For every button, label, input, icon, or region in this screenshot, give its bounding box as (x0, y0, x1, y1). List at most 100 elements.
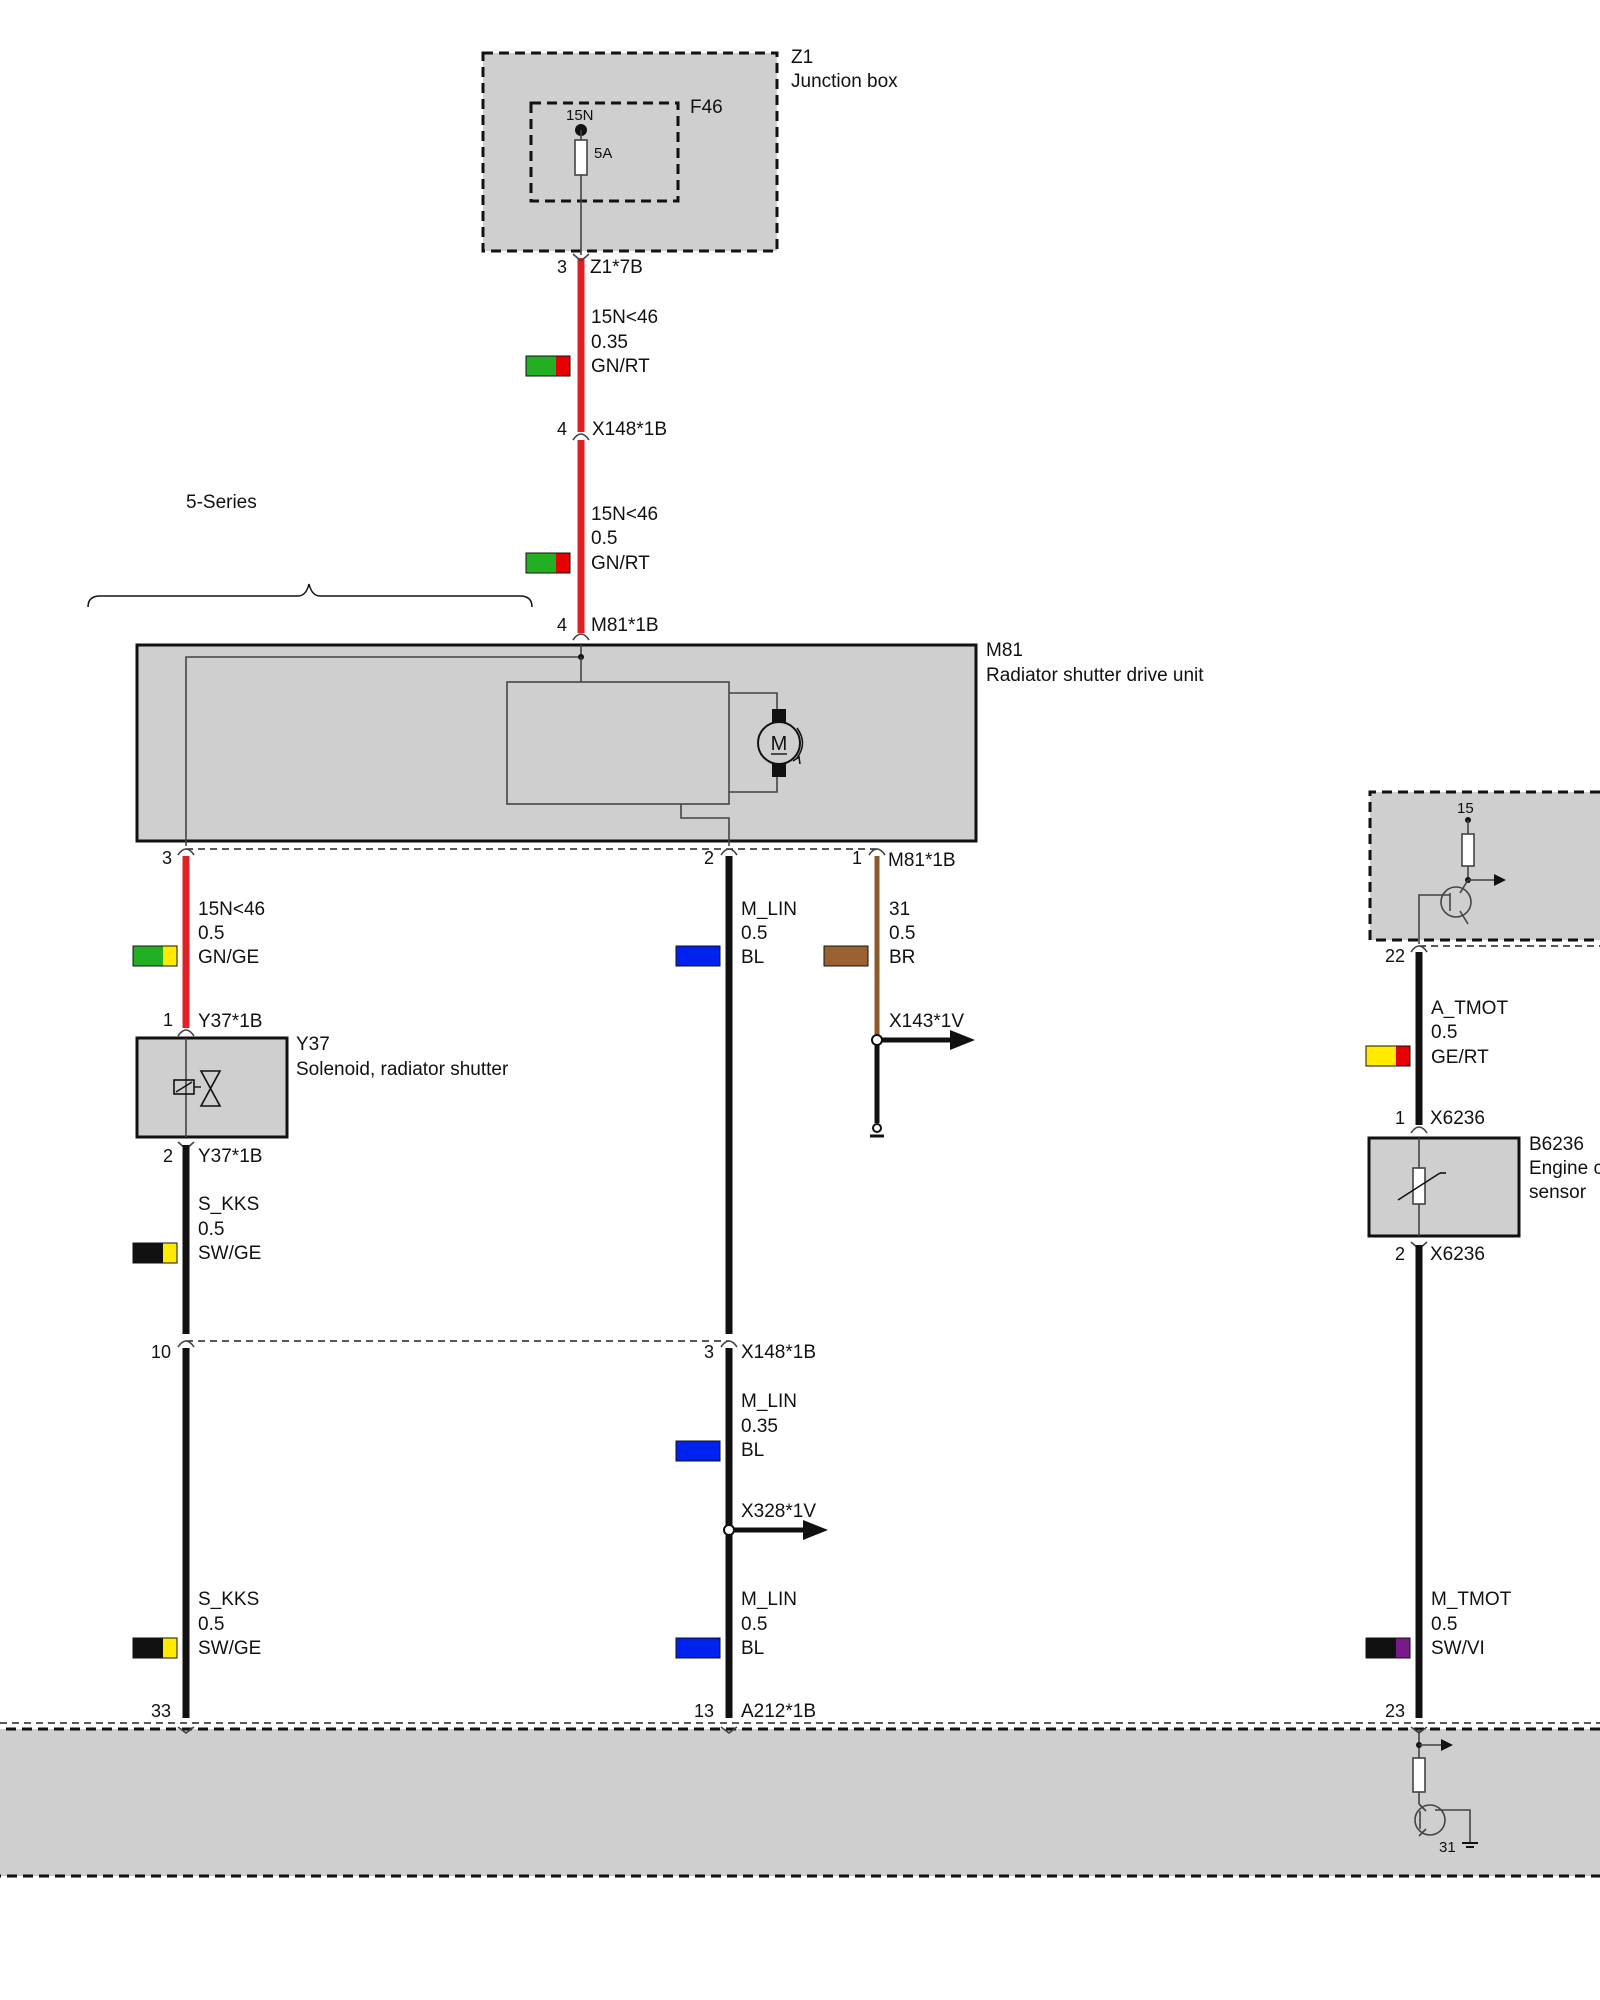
connector-a212-1b: A212*1B (741, 1701, 816, 1722)
wire-color-swatch (132, 1637, 178, 1659)
connector-x6236: X6236 (1430, 1244, 1485, 1265)
splice-x328-1v[interactable]: X328*1V (723, 1501, 828, 1540)
m81-id: M81 (986, 640, 1023, 661)
wire-gauge: 0.35 (591, 332, 628, 353)
wire-color-code: BL (741, 1638, 764, 1659)
connector-mark (868, 848, 886, 856)
fuse-holder-f46 (529, 101, 680, 203)
pin-label: 3 (162, 848, 172, 868)
wire-gauge: 0.5 (741, 1614, 767, 1635)
wire-gauge: 0.5 (741, 923, 767, 944)
wire-gauge: 0.5 (198, 1219, 224, 1240)
connector-y37-1b: Y37*1B (198, 1146, 262, 1167)
wire-signal: 15N<46 (198, 899, 265, 920)
z1-name: Junction box (791, 71, 898, 92)
connector-y37-1b: Y37*1B (198, 1011, 262, 1032)
wire-color-code: SW/GE (198, 1638, 261, 1659)
drive-electronics (506, 681, 730, 805)
variant-brace: 5-Series (87, 492, 533, 608)
connector-mark (1410, 945, 1428, 953)
connector-mark (572, 253, 590, 263)
pin-label: 3 (704, 1342, 714, 1362)
pin-label: 22 (1385, 946, 1405, 966)
junction-box-z1[interactable]: Z1 Junction box F46 15N 5A (481, 47, 898, 255)
control-unit-right[interactable]: 15 (1368, 790, 1600, 944)
wire-color-swatch (1365, 1045, 1411, 1067)
wire-signal: 31 (889, 899, 910, 920)
connector-mark (1410, 1726, 1428, 1734)
wire-signal: S_KKS (198, 1589, 259, 1610)
motor-symbol: M (771, 733, 788, 755)
wire-signal: M_LIN (741, 1589, 797, 1610)
wire-signal: 15N<46 (591, 504, 658, 525)
motor-brush (772, 709, 786, 724)
fuse-icon (574, 139, 588, 176)
f46-terminal: 15N (566, 107, 594, 124)
pin-label: 1 (1395, 1108, 1405, 1128)
connector-mark (720, 848, 738, 856)
wire-color-code: BL (741, 947, 764, 968)
connector-mark (177, 1029, 195, 1037)
wire-signal: M_TMOT (1431, 1589, 1512, 1610)
wire-gauge: 0.5 (1431, 1614, 1457, 1635)
transistor-icon (1418, 817, 1506, 944)
connector-x148-1b: X148*1B (741, 1342, 816, 1363)
f46-id: F46 (690, 97, 723, 118)
wire-signal: M_LIN (741, 899, 797, 920)
bottom-unit-terminal: 31 (1439, 1839, 1456, 1856)
control-unit-a212[interactable]: 31 (0, 1727, 1600, 1878)
connector-x143-1v: X143*1V (889, 1011, 964, 1032)
drive-unit-m81[interactable]: M M81 Radiator shutter drive unit (135, 640, 1204, 846)
solenoid-y37[interactable]: Y37 Solenoid, radiator shutter (135, 1034, 509, 1139)
wire-gauge: 0.35 (741, 1416, 778, 1437)
wire-color-swatch (675, 945, 721, 967)
output-stage-icon (1412, 1729, 1478, 1848)
connector-m81-1b: M81*1B (591, 615, 659, 636)
pin-label: 2 (163, 1146, 173, 1166)
f46-rating: 5A (594, 145, 612, 162)
splice-x143-1v[interactable]: X143*1V (870, 1011, 975, 1138)
pin-label: 2 (704, 848, 714, 868)
motor-icon: M (757, 721, 804, 765)
pin-label: 1 (852, 848, 862, 868)
wire-color-swatch (525, 355, 571, 377)
motor-brush (772, 762, 786, 777)
pin-label: 33 (151, 1701, 171, 1721)
wire-color-code: BL (741, 1440, 764, 1461)
wire-color-swatch (823, 945, 869, 967)
b6236-name: Engine c (1529, 1158, 1600, 1179)
m81-name: Radiator shutter drive unit (986, 665, 1204, 686)
wire-gauge: 0.5 (1431, 1022, 1457, 1043)
y37-id: Y37 (296, 1034, 330, 1055)
connector-mark (572, 433, 590, 441)
pin-label: 4 (557, 419, 567, 439)
z1-id: Z1 (791, 47, 813, 68)
connector-mark (720, 1726, 738, 1734)
wire-color-swatch (675, 1637, 721, 1659)
wire-color-code: BR (889, 947, 915, 968)
wire-signal: M_LIN (741, 1391, 797, 1412)
y37-name: Solenoid, radiator shutter (296, 1059, 509, 1080)
wire-color-swatch (675, 1440, 721, 1462)
wire-gauge: 0.5 (591, 528, 617, 549)
wire-signal: S_KKS (198, 1194, 259, 1215)
variable-resistor-icon (1397, 1167, 1446, 1205)
b6236-id: B6236 (1529, 1134, 1584, 1155)
pin-label: 4 (557, 615, 567, 635)
b6236-name-2: sensor (1529, 1182, 1587, 1203)
sensor-b6236[interactable]: B6236 Engine c sensor (1367, 1134, 1600, 1238)
pin-label: 2 (1395, 1244, 1405, 1264)
wire-signal: A_TMOT (1431, 998, 1508, 1019)
wire-gauge: 0.5 (889, 923, 915, 944)
pin-label: 3 (557, 257, 567, 277)
wire-color-code: GN/RT (591, 356, 650, 377)
wire-color-swatch (132, 945, 178, 967)
connector-mark (177, 848, 195, 856)
wire-color-code: SW/VI (1431, 1638, 1485, 1659)
connector-mark (572, 633, 590, 641)
wire-color-code: SW/GE (198, 1243, 261, 1264)
wire-color-code: GN/GE (198, 947, 259, 968)
variant-label: 5-Series (186, 492, 257, 513)
connector-mark (1410, 1126, 1428, 1134)
